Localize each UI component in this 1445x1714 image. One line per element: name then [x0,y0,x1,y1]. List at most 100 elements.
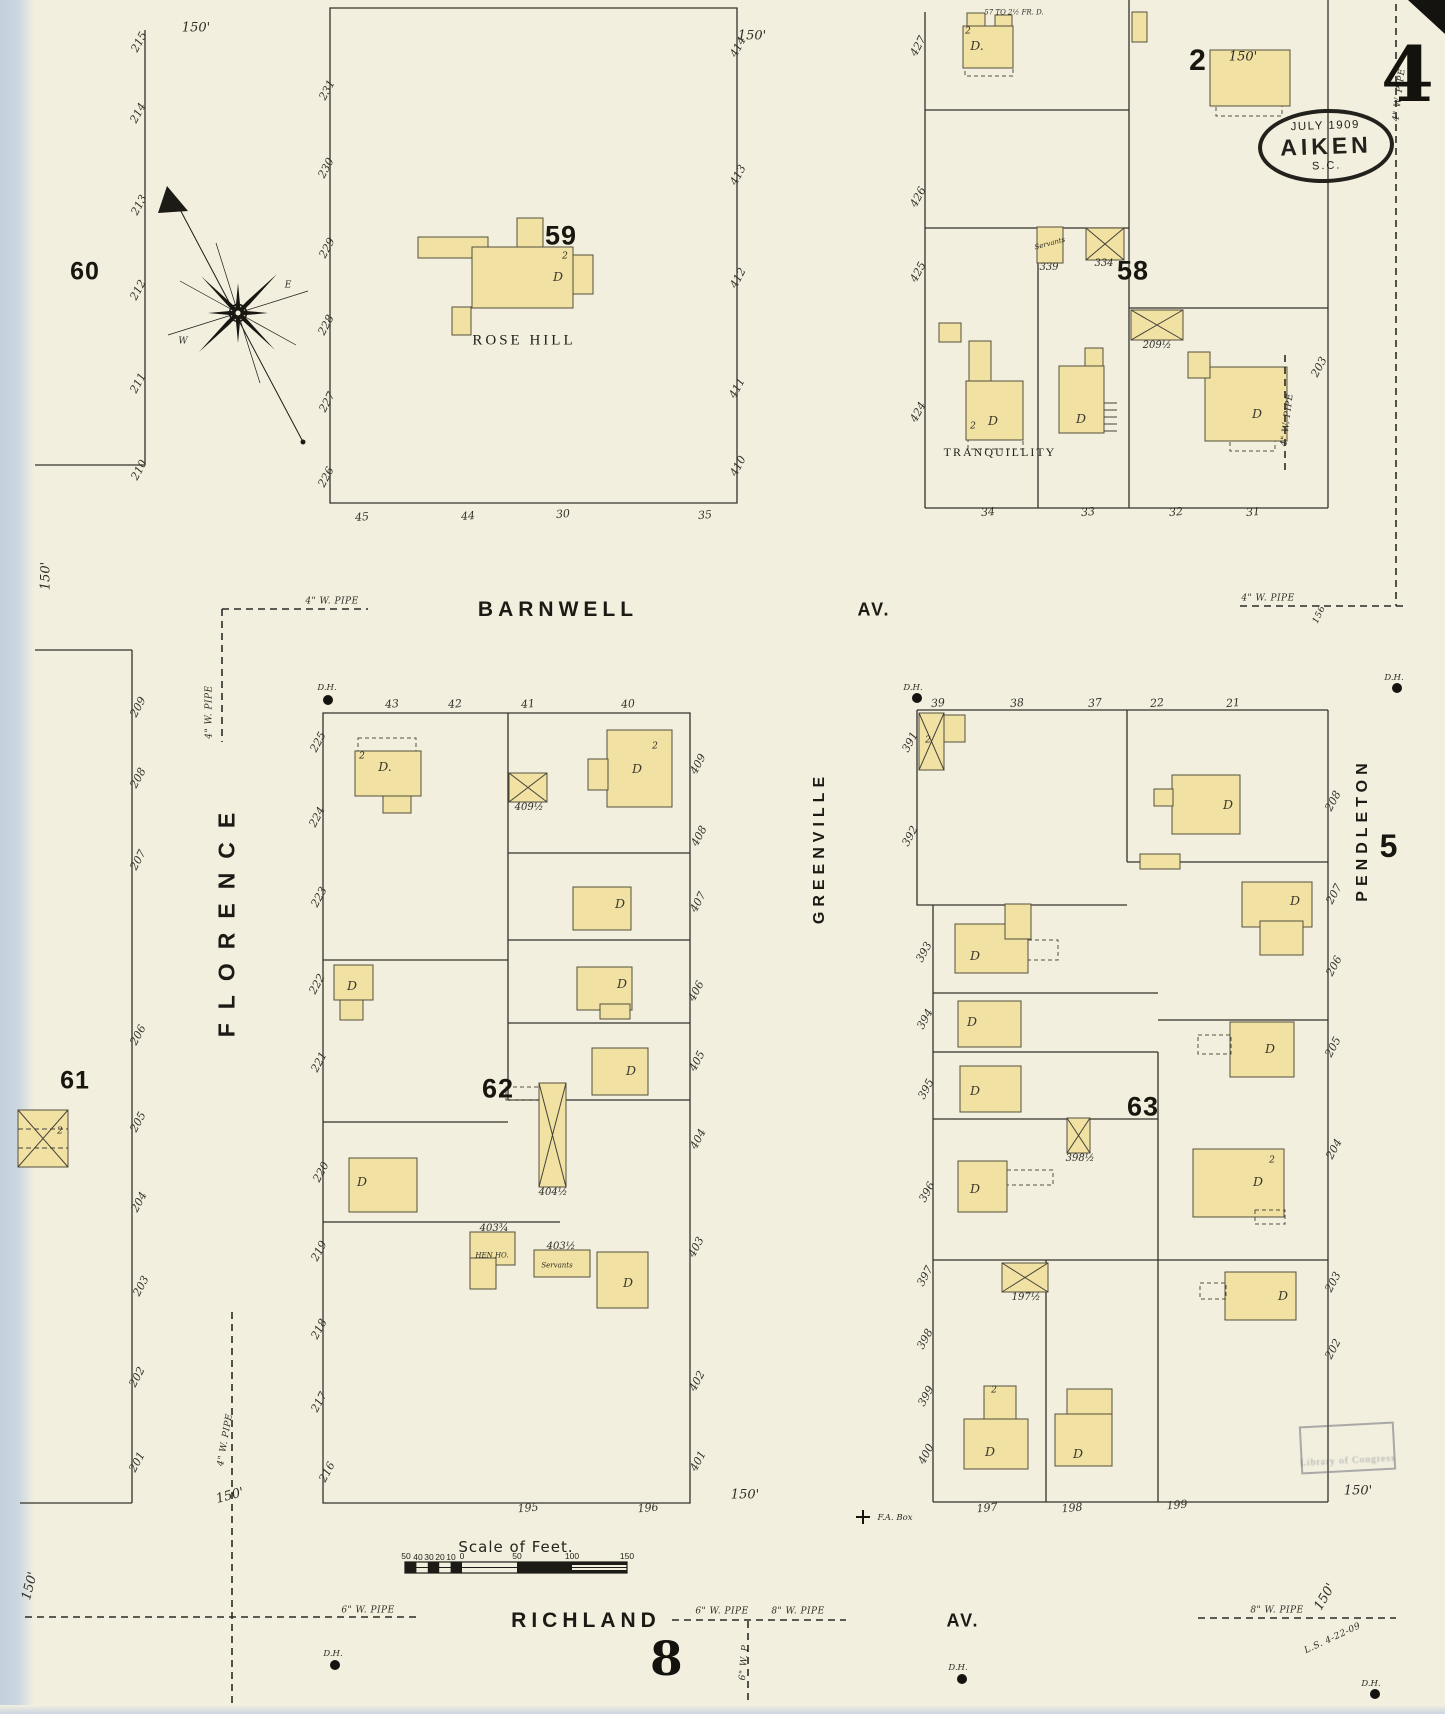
scale-tick: 50 [401,1550,411,1561]
water-pipe-label: 4" W. PIPE [305,596,359,607]
compass-letter: E [284,280,292,291]
annotation: 2 [965,26,971,37]
fire-hydrant-dots [323,683,1402,1699]
scale-tick: 30 [424,1551,434,1562]
compass-rose [158,186,309,445]
sheet-number: 4 [1381,30,1434,119]
house-number: 209½ [1142,340,1172,351]
annotation: 2 [925,735,931,746]
lot-number: 43 [384,696,400,712]
dwelling-symbol: D [1277,1287,1289,1303]
lot-number: 21 [1225,695,1241,711]
adjacent-sheet-number: 8 [650,1632,683,1687]
porch-outlines [357,67,1286,1300]
fire-hydrant-label: D.H. [948,1662,968,1673]
scale-tick: 40 [413,1551,423,1562]
block-number: 2 [1189,44,1207,77]
estate-name: ROSE HILL [472,332,576,349]
block-boundary-lines [20,0,1329,1504]
map-date: JULY 1909 [1290,118,1361,134]
lot-number: 35 [697,507,713,523]
dwelling-symbol: D. [970,37,984,53]
block-number: 59 [544,220,578,251]
library-stamp [1298,1421,1397,1475]
street-suffix-richland-av: AV. [946,1610,980,1631]
fire-hydrant-label: D.H. [903,682,923,693]
dwelling-symbol: D [1072,1445,1084,1461]
annotation: 2 [57,1126,63,1137]
dwelling-symbol: D [346,977,358,993]
house-number: 403½ [546,1241,576,1252]
dwelling-symbol: D. [378,758,392,774]
lot-number: 41 [520,696,536,712]
house-number: 404½ [538,1187,568,1198]
lot-number: 38 [1009,695,1025,711]
estate-name: TRANQUILLITY [943,445,1057,459]
annotation: Servants [541,1261,573,1270]
street-name-pendleton: PENDLETON [1354,758,1371,902]
dimension-label: 150' [181,20,211,36]
x-structure-marks [17,227,1184,1293]
dwelling-symbol: D [356,1173,368,1189]
fire-hydrant-label: D.H. [1361,1678,1381,1689]
lot-number: 196 [636,1500,660,1516]
fire-hydrant-label: D.H. [323,1648,343,1659]
dwelling-symbol: D [1222,796,1234,812]
lot-number: 34 [980,504,996,520]
water-pipe-label: 8" W. PIPE [771,1606,825,1617]
dwelling-symbol: D [1289,892,1301,908]
dwelling-symbol: D [969,947,981,963]
map-state: S.C. [1311,159,1342,173]
lot-number: 42 [447,696,463,712]
dwelling-symbol: D [1075,410,1087,426]
fire-hydrant-label: F.A. Box [877,1512,913,1523]
dwelling-symbol: D [614,895,626,911]
dimension-label: 150' [38,561,54,591]
lot-number: 30 [555,506,571,522]
street-name-greenville: GREENVILLE [811,771,828,925]
street-suffix-barnwell-av: AV. [857,599,891,620]
dwelling-symbol: D [631,760,643,776]
house-number: 403¾ [479,1223,509,1234]
water-pipe-lines [25,4,1404,1710]
water-pipe-label: 6" W. PIPE [341,1605,395,1616]
street-name-richland: RICHLAND [511,1609,661,1632]
lot-number: 37 [1087,695,1103,711]
dwelling-symbol: D [622,1274,634,1290]
dwelling-symbol: D [1264,1040,1276,1056]
water-pipe-label: 4" W. PIPE [204,685,215,739]
block-number: 61 [60,1066,90,1095]
annotation: 2 [970,421,976,432]
water-pipe-label: 6" W. PIPE [695,1606,749,1617]
lot-number: 44 [460,508,476,524]
house-number: 197½ [1011,1292,1041,1303]
dwelling-symbol: D [625,1062,637,1078]
block-number: 5 [1379,828,1399,864]
lot-number: 45 [354,509,370,525]
scan-edge-left [0,0,34,1714]
lot-number: 22 [1149,695,1165,711]
scale-tick: 150 [619,1550,635,1561]
house-number: 334 [1094,258,1114,269]
water-pipe-label: 4" W. PIPE [1241,593,1295,604]
annotation: 2 [1269,1155,1275,1166]
dimension-label: 150' [1343,1483,1373,1499]
dwelling-symbol: D [616,975,628,991]
lot-number: 31 [1245,504,1261,520]
annotation: 2 [562,251,568,262]
compass-letter: W [178,336,188,347]
scale-bar-title: Scale of Feet. [458,1538,574,1556]
water-pipe-label: 8" W. PIPE [1250,1605,1304,1616]
lot-number: 198 [1060,1500,1084,1516]
fire-alarm-box-cross [856,1510,870,1524]
fire-hydrant-label: D.H. [317,682,337,693]
block-number: 62 [481,1073,515,1104]
fire-hydrant-label: D.H. [1384,672,1404,683]
dimension-label: 150' [730,1487,760,1503]
scale-tick: 0 [459,1550,465,1561]
scale-tick: 100 [564,1550,580,1561]
annotation: HEN HO. [475,1251,509,1260]
corner-fold [1408,0,1445,34]
